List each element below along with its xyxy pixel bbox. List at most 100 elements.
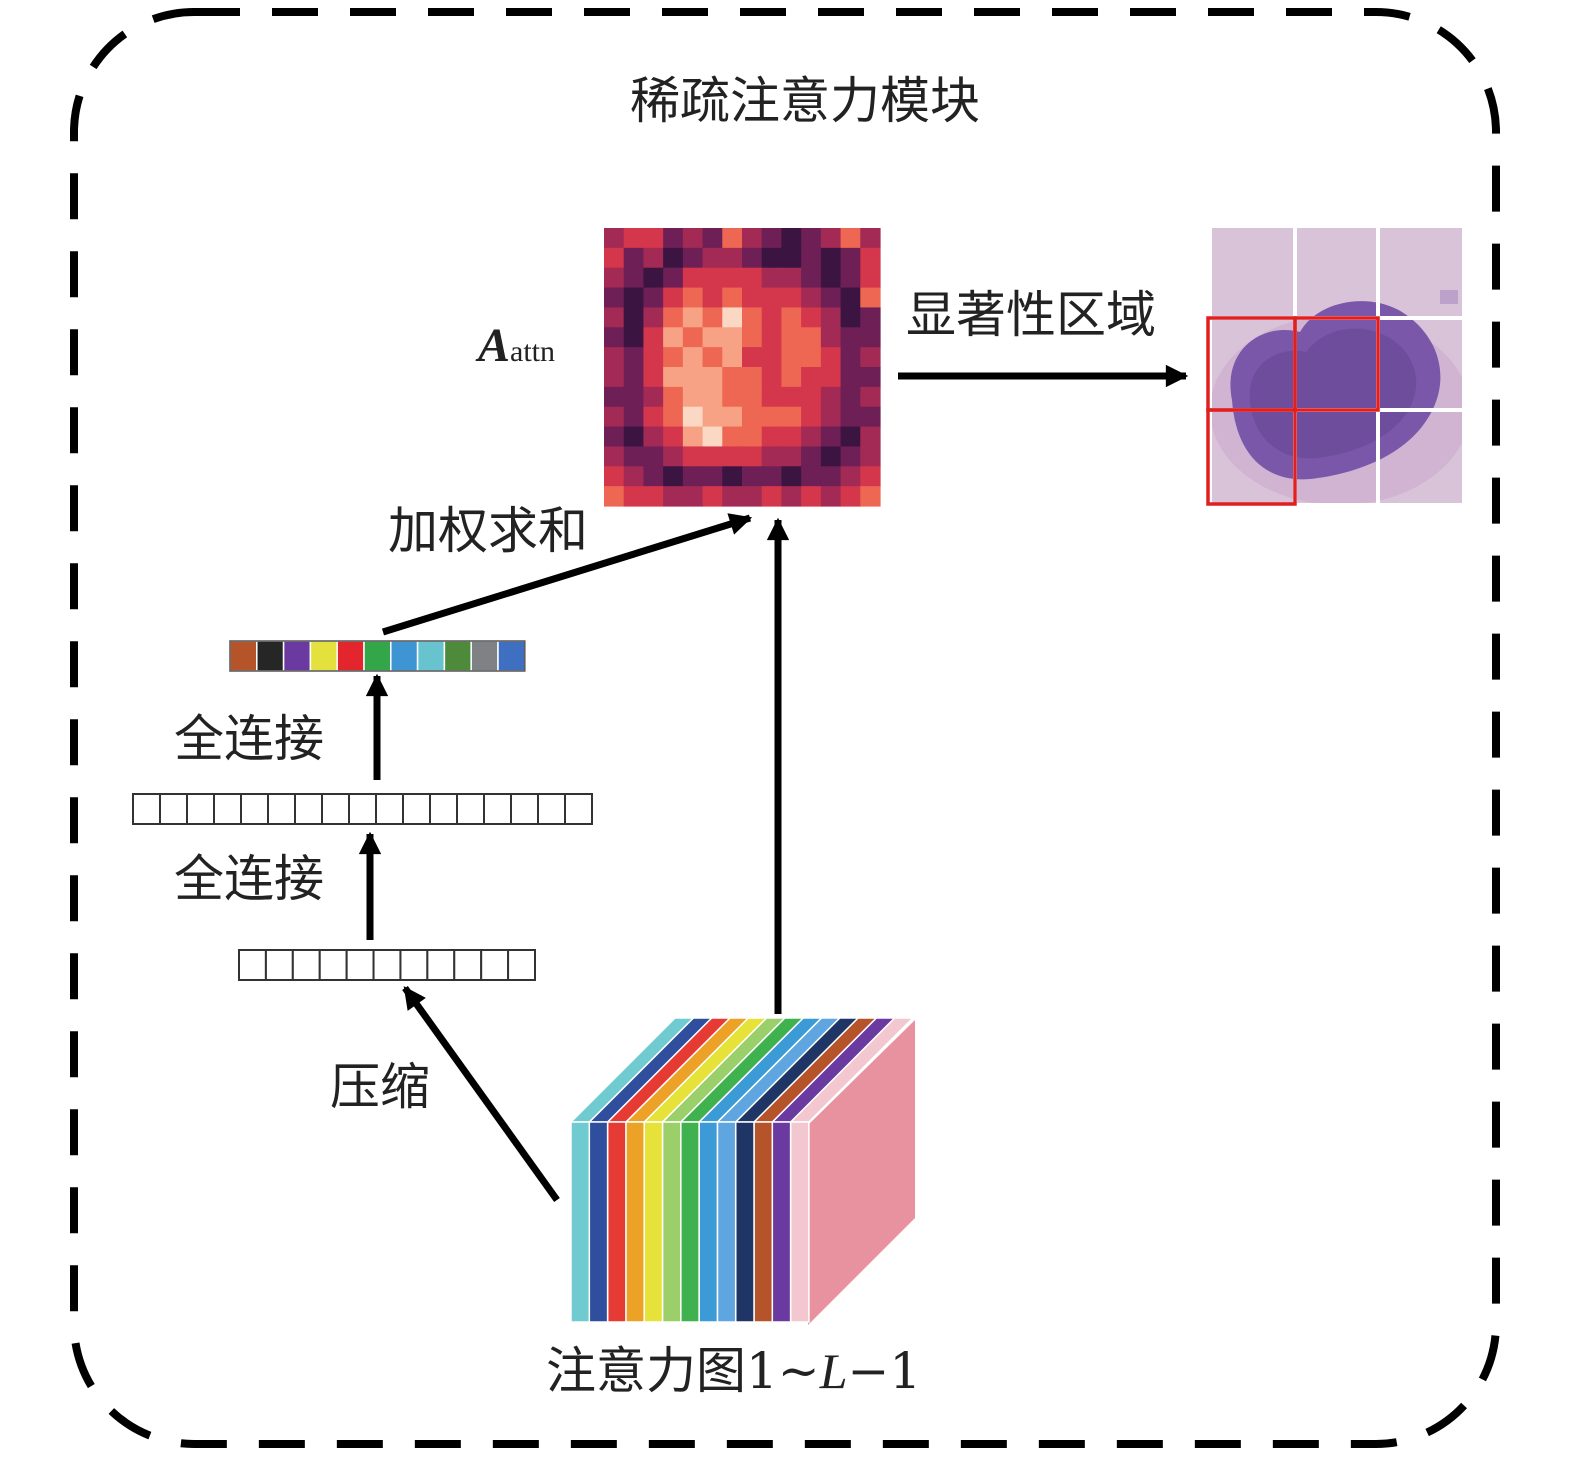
heatmap-cell	[860, 406, 881, 428]
fc-cell	[426, 949, 456, 981]
heatmap-cell	[643, 287, 664, 309]
heatmap-cell	[663, 327, 684, 348]
heatmap-cell	[781, 267, 802, 289]
heatmap-cell	[860, 287, 881, 309]
heatmap-cell	[781, 287, 802, 309]
heatmap-cell	[801, 466, 822, 487]
heatmap-cell	[663, 386, 684, 408]
heatmap-cell	[722, 247, 743, 269]
heatmap-cell	[604, 367, 625, 388]
heatmap-cell	[623, 347, 645, 368]
heatmap-cell	[781, 327, 802, 348]
heatmap-cell	[781, 446, 802, 467]
attention-maps-label: 注意力图1~L−1	[546, 1346, 921, 1396]
heatmap-cell	[781, 466, 802, 487]
attention-layer	[716, 1121, 737, 1323]
heatmap-cell	[820, 426, 842, 448]
weight-cell	[229, 640, 258, 672]
attention-map-stack	[569, 1017, 915, 1325]
heatmap-cell	[801, 307, 822, 328]
heatmap-cell	[781, 426, 802, 448]
fc-vector-upper	[132, 793, 593, 825]
heatmap-cell	[702, 446, 723, 467]
fc-cell	[375, 793, 404, 825]
heatmap-cell	[702, 367, 723, 388]
heatmap-cell	[742, 367, 763, 388]
heatmap-cell	[682, 386, 704, 408]
heatmap-cell	[801, 406, 822, 428]
heatmap-cell	[702, 466, 723, 487]
heatmap-cell	[623, 228, 645, 249]
heatmap-cell	[781, 247, 802, 269]
attn-symbol-label: Aattn	[478, 322, 555, 370]
heatmap-cell	[781, 486, 802, 507]
heatmap-cell	[761, 228, 783, 249]
heatmap-cell	[643, 406, 664, 428]
heatmap-cell	[742, 486, 763, 507]
fc-cell	[294, 793, 323, 825]
heatmap-cell	[722, 386, 743, 408]
module-border	[70, 8, 1500, 1448]
heatmap-cell	[702, 486, 723, 507]
heatmap-cell	[604, 327, 625, 348]
attention-layer	[734, 1121, 755, 1323]
attention-layer	[570, 1121, 591, 1323]
fc-cell	[564, 793, 593, 825]
heatmap-cell	[702, 406, 723, 428]
attention-layer	[789, 1121, 810, 1323]
heatmap-cell	[604, 307, 625, 328]
heatmap-cell	[860, 486, 881, 507]
weight-cell	[390, 640, 419, 672]
weight-cell	[497, 640, 526, 672]
heatmap-cell	[761, 486, 783, 507]
weight-cell	[416, 640, 446, 672]
heatmap-cell	[702, 228, 723, 249]
weight-cell	[256, 640, 285, 672]
fc-cell	[402, 793, 431, 825]
heatmap-cell	[643, 486, 664, 507]
heatmap-cell	[840, 486, 861, 507]
attn-symbol: A	[478, 319, 511, 372]
heatmap-cell	[742, 466, 763, 487]
heatmap-cell	[604, 406, 625, 428]
heatmap-cell	[623, 307, 645, 328]
heatmap-cell	[801, 486, 822, 507]
heatmap-cell	[742, 247, 763, 269]
heatmap-cell	[623, 287, 645, 309]
fc-lower-label: 全连接	[174, 850, 324, 908]
heatmap-cell	[643, 446, 664, 467]
heatmap-cell	[643, 386, 664, 408]
attention-maps-suffix: −1	[847, 1342, 922, 1400]
heatmap-cell	[682, 267, 704, 289]
cube-front-face	[808, 1020, 915, 1325]
fc-cell	[321, 793, 350, 825]
heatmap-cell	[761, 406, 783, 428]
heatmap-cell	[604, 466, 625, 487]
heatmap-cell	[604, 446, 625, 467]
heatmap-cell	[801, 267, 822, 289]
heatmap-cell	[663, 247, 684, 269]
heatmap-cell	[761, 466, 783, 487]
attention-heatmap	[604, 228, 881, 507]
heatmap-cell	[682, 287, 704, 309]
fc-upper-label: 全连接	[174, 710, 324, 768]
heatmap-cell	[643, 327, 664, 348]
heatmap-cell	[682, 426, 704, 448]
fc-cell	[240, 793, 269, 825]
heatmap-cell	[742, 287, 763, 309]
heatmap-cell	[702, 287, 723, 309]
attention-maps-var: L	[819, 1343, 848, 1399]
heatmap-cell	[682, 247, 704, 269]
heatmap-cell	[604, 386, 625, 408]
cell-stain-spot	[1440, 290, 1458, 304]
fc-cell	[159, 793, 188, 825]
heatmap-cell	[663, 426, 684, 448]
heatmap-cell	[682, 327, 704, 348]
fc-cell	[318, 949, 348, 981]
fc-cell	[399, 949, 429, 981]
heatmap-cell	[761, 287, 783, 309]
heatmap-cell	[820, 247, 842, 269]
attention-layer	[771, 1121, 792, 1323]
heatmap-cell	[604, 267, 625, 289]
heatmap-cell	[820, 327, 842, 348]
